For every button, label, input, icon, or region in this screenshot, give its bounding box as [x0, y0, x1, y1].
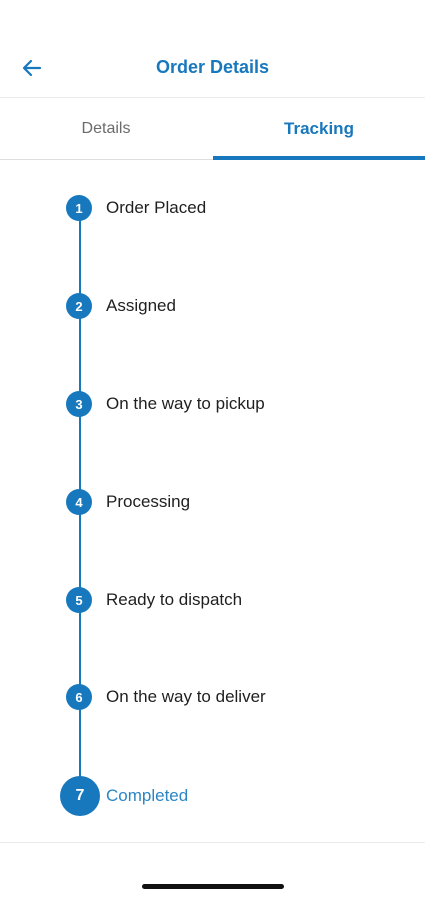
timeline-step-on-the-way-to-deliver: 6 On the way to deliver: [0, 677, 425, 717]
step-label: On the way to deliver: [106, 687, 266, 706]
timeline-step-ready-to-dispatch: 5 Ready to dispatch: [0, 580, 425, 620]
timeline-step-on-the-way-to-pickup: 3 On the way to pickup: [0, 384, 425, 424]
arrow-left-icon: [22, 59, 42, 77]
step-number-badge: 1: [66, 195, 92, 221]
step-label: Order Placed: [106, 198, 207, 217]
step-label: Ready to dispatch: [106, 590, 243, 609]
step-label: Processing: [106, 492, 191, 511]
step-label: Assigned: [106, 296, 176, 315]
step-number-badge: 6: [66, 684, 92, 710]
step-number-badge: 3: [66, 391, 92, 417]
app-header: Order Details: [0, 0, 425, 98]
timeline-step-assigned: 2 Assigned: [0, 286, 425, 326]
tracking-timeline: 1 Order Placed 2 Assigned 3 On the way t…: [0, 160, 425, 842]
step-number-badge: 2: [66, 293, 92, 319]
step-label: On the way to pickup: [106, 394, 265, 413]
tab-tracking[interactable]: Tracking: [284, 118, 354, 138]
step-label-current: Completed: [106, 786, 189, 805]
step-number-badge: 5: [66, 587, 92, 613]
step-number-badge-current: 7: [60, 776, 100, 816]
step-number-badge: 4: [66, 489, 92, 515]
timeline-step-processing: 4 Processing: [0, 482, 425, 522]
page-title: Order Details: [155, 57, 270, 77]
back-button[interactable]: [14, 50, 50, 86]
tab-details[interactable]: Details: [81, 119, 131, 137]
home-indicator: [142, 884, 284, 889]
timeline-step-completed: 7 Completed: [0, 776, 425, 816]
tab-selected-indicator: [213, 156, 425, 160]
bottom-divider: [0, 842, 425, 843]
timeline-step-order-placed: 1 Order Placed: [0, 188, 425, 228]
tab-bar: Details Tracking: [0, 98, 425, 160]
